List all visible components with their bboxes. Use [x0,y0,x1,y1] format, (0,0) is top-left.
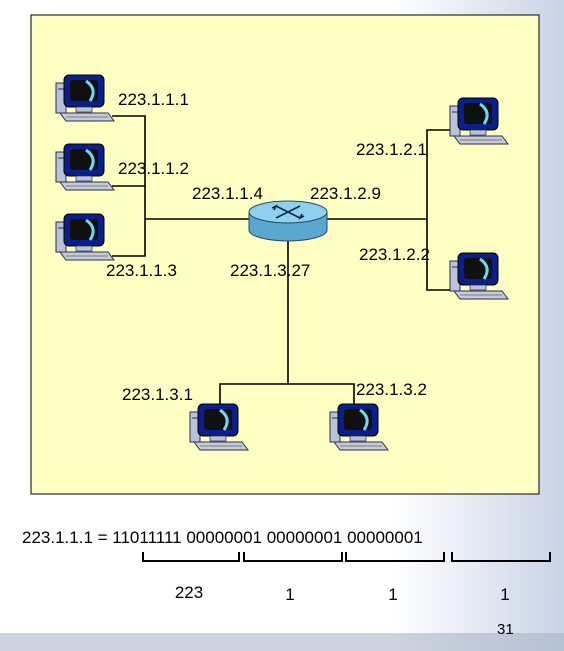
interface-label-223-1-1-3: 223.1.1.3 [106,261,177,280]
octet-brace [451,552,551,562]
interface-label-223-1-1-2: 223.1.1.2 [118,159,189,178]
router-icon [248,200,328,242]
octet-decimal: 1 [285,585,295,604]
octet-binary: 00000001 [266,528,343,547]
binary-prefix: 223.1.1.1 = [22,528,113,547]
octet-decimal: 1 [500,585,510,604]
interface-label-223-1-3-1: 223.1.3.1 [122,385,193,404]
page-number: 31 [497,621,514,638]
subnet-panel [30,14,540,495]
router-interface-label-223-1-1-4: 223.1.1.4 [192,184,263,203]
octet-brace [142,552,240,562]
interface-label-223-1-1-1: 223.1.1.1 [118,90,189,109]
octet-binary: 11011111 [112,528,182,547]
octet-binary: 00000001 [186,528,262,547]
interface-label-223-1-3-2: 223.1.3.2 [356,380,427,399]
router-interface-label-223-1-3-27: 223.1.3.27 [230,261,311,280]
octet-decimal: 223 [174,583,204,602]
octet-brace [243,552,343,562]
interface-label-223-1-2-1: 223.1.2.1 [356,140,427,159]
router-interface-label-223-1-2-9: 223.1.2.9 [310,184,381,203]
interface-label-223-1-2-2: 223.1.2.2 [359,245,430,264]
octet-brace [345,552,445,562]
octet-decimal: 1 [388,585,398,604]
octet-binary: 00000001 [347,528,423,547]
links [112,115,456,410]
binary-notation-row: 223.1.1.1 = 11011111 00000001 00000001 0… [22,528,423,548]
